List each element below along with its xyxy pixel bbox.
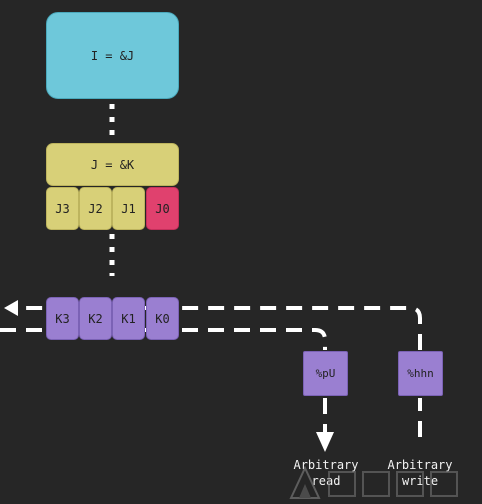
k-byte-cell: K3 xyxy=(46,297,79,340)
k-byte-cell: K1 xyxy=(112,297,145,340)
write-path xyxy=(18,306,422,437)
read-arrowhead xyxy=(316,432,334,452)
pointer-i-label: I = &J xyxy=(90,48,135,63)
read-format-wrapper: %pU xyxy=(303,351,348,396)
write-caption-line1: Arbitrary xyxy=(387,458,453,472)
write-format-box: %hhn xyxy=(398,351,443,396)
j-byte-row: J3 J2 J1 J0 xyxy=(46,187,179,230)
k-byte-cell: K0 xyxy=(146,297,179,340)
write-arrowhead xyxy=(4,300,18,316)
read-caption-line1: Arbitrary xyxy=(293,458,359,472)
pointer-i-box: I = &J xyxy=(46,12,179,99)
write-format-wrapper: %hhn xyxy=(398,351,443,396)
read-caption: Arbitrary read xyxy=(281,457,371,489)
j-byte-cell-highlighted: J0 xyxy=(146,187,179,230)
j-byte-cell: J2 xyxy=(79,187,112,230)
write-caption: Arbitrary write xyxy=(375,457,465,489)
j-byte-cell: J3 xyxy=(46,187,79,230)
read-format-box: %pU xyxy=(303,351,348,396)
read-caption-line2: read xyxy=(311,474,341,488)
j-byte-cell: J1 xyxy=(112,187,145,230)
k-byte-row: K3 K2 K1 K0 xyxy=(46,297,179,340)
pointer-j-box: J = &K xyxy=(46,143,179,186)
watermark-logo-icon xyxy=(289,465,458,499)
read-path xyxy=(0,328,327,350)
k-byte-cell: K2 xyxy=(79,297,112,340)
pointer-j-label: J = &K xyxy=(90,157,135,172)
write-caption-line2: write xyxy=(401,474,439,488)
